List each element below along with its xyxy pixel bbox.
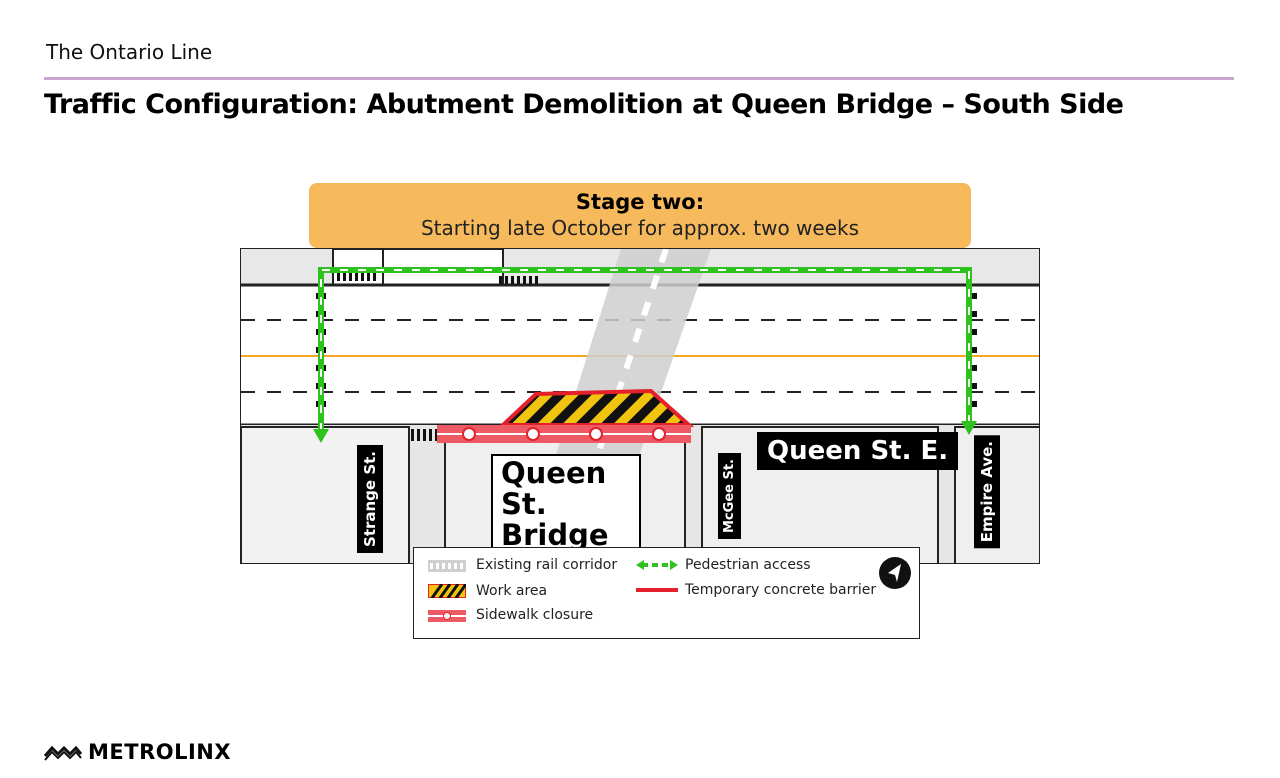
stage-banner: Stage two: Starting late October for app… — [309, 183, 971, 248]
street-label-strange: Strange St. — [357, 445, 383, 553]
stage-subtitle: Starting late October for approx. two we… — [420, 216, 860, 240]
metrolinx-logo: METROLINX — [44, 740, 231, 764]
bridge-label-line1: Queen St. — [501, 456, 607, 521]
pedestrian-arrow — [313, 429, 329, 443]
series-title: The Ontario Line — [46, 40, 213, 64]
stage-title: Stage two: — [575, 190, 705, 214]
legend-pedestrian-access: Pedestrian access — [685, 557, 811, 573]
closure-marker — [589, 427, 603, 441]
bridge-label: Queen St. Bridge — [491, 454, 641, 557]
concrete-barrier-swatch — [636, 588, 678, 592]
street-label-mcgee: McGee St. — [718, 453, 741, 539]
pedestrian-access-swatch — [636, 560, 678, 570]
street-label-empire: Empire Ave. — [974, 435, 1000, 549]
closure-marker — [526, 427, 540, 441]
work-area-swatch — [428, 584, 466, 598]
rail-corridor-swatch — [428, 560, 466, 572]
legend-work-area: Work area — [476, 583, 548, 599]
page-title: Traffic Configuration: Abutment Demoliti… — [44, 89, 1124, 120]
metrolinx-logo-icon — [44, 745, 82, 761]
legend-rail-corridor: Existing rail corridor — [476, 557, 618, 573]
legend-sidewalk-closure: Sidewalk closure — [476, 607, 594, 623]
logo-text: METROLINX — [88, 740, 232, 764]
pedestrian-arrow — [961, 421, 977, 435]
street-label-queen-east: Queen St. E. — [757, 432, 959, 470]
sidewalk-closure-swatch — [428, 610, 466, 622]
building-lot — [241, 426, 410, 563]
closure-marker — [652, 427, 666, 441]
header-rule — [44, 77, 1234, 80]
north-arrow-icon — [879, 557, 911, 589]
legend-concrete-barrier: Temporary concrete barrier — [685, 582, 877, 598]
map-legend: Existing rail corridor Work area Sidewal… — [413, 547, 920, 639]
bridge-label-line2: Bridge — [501, 518, 609, 552]
closure-marker — [462, 427, 476, 441]
pedestrian-route-dash — [320, 269, 970, 431]
traffic-map: Queen St. E. Strange St. McGee St. Empir… — [240, 248, 1040, 564]
